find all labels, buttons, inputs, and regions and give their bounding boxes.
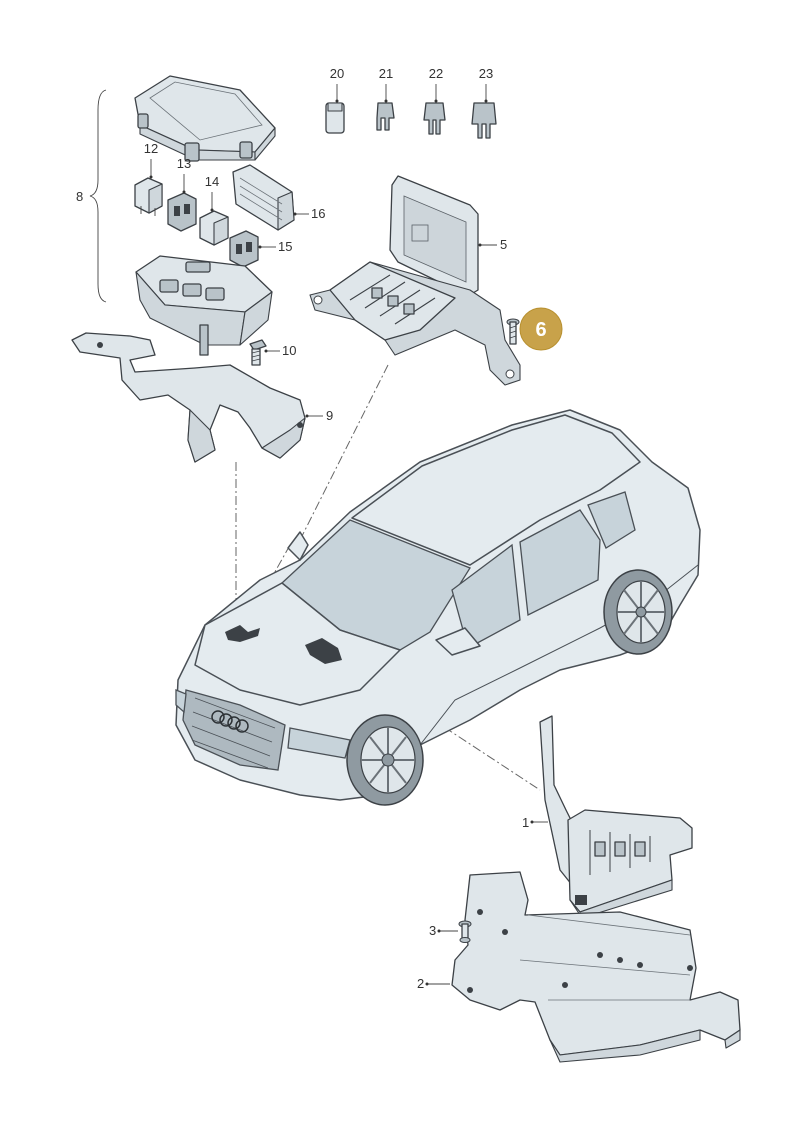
callout-22: 22 — [429, 66, 443, 81]
highlight-badge-6[interactable]: 6 — [519, 307, 563, 351]
fuse-22 — [423, 102, 446, 135]
callout-5: 5 — [500, 237, 507, 252]
fuse-holder-5 — [309, 175, 521, 386]
callout-2: 2 — [417, 976, 424, 991]
callout-15: 15 — [278, 239, 292, 254]
bolt-3 — [458, 920, 472, 943]
mounting-plate-2 — [451, 871, 741, 1063]
relay-15 — [229, 230, 259, 268]
callout-12: 12 — [144, 141, 158, 156]
callout-23: 23 — [479, 66, 493, 81]
audi-logo — [211, 710, 249, 733]
callout-1: 1 — [522, 815, 529, 830]
fuse-20 — [325, 102, 345, 134]
callout-9: 9 — [326, 408, 333, 423]
vehicle-illustration — [175, 409, 701, 806]
bolt-10 — [249, 339, 267, 366]
callout-16: 16 — [311, 206, 325, 221]
fuse-23 — [471, 102, 497, 139]
relay-13 — [167, 192, 197, 232]
callout-14: 14 — [205, 174, 219, 189]
callout-8: 8 — [76, 189, 83, 204]
fuse-carrier-16 — [232, 164, 295, 231]
relay-14 — [199, 210, 229, 246]
callout-21: 21 — [379, 66, 393, 81]
mounting-bracket-9 — [71, 332, 306, 463]
fuse-21 — [376, 102, 395, 131]
callout-13: 13 — [177, 156, 191, 171]
fuse-box-cover — [134, 75, 276, 162]
front-wheel — [346, 714, 424, 806]
callout-20: 20 — [330, 66, 344, 81]
assembly-bracket-8 — [89, 89, 107, 303]
callout-labels: 20 21 22 23 12 13 14 15 16 8 5 10 — [76, 66, 548, 991]
relay-12 — [134, 177, 163, 216]
fuse-holder-1 — [539, 715, 693, 919]
screw-6 — [506, 318, 520, 345]
highlight-badge-label: 6 — [535, 319, 546, 341]
callout-10: 10 — [282, 343, 296, 358]
callout-3: 3 — [429, 923, 436, 938]
relay-box-base — [135, 255, 273, 356]
rear-wheel — [603, 569, 673, 655]
